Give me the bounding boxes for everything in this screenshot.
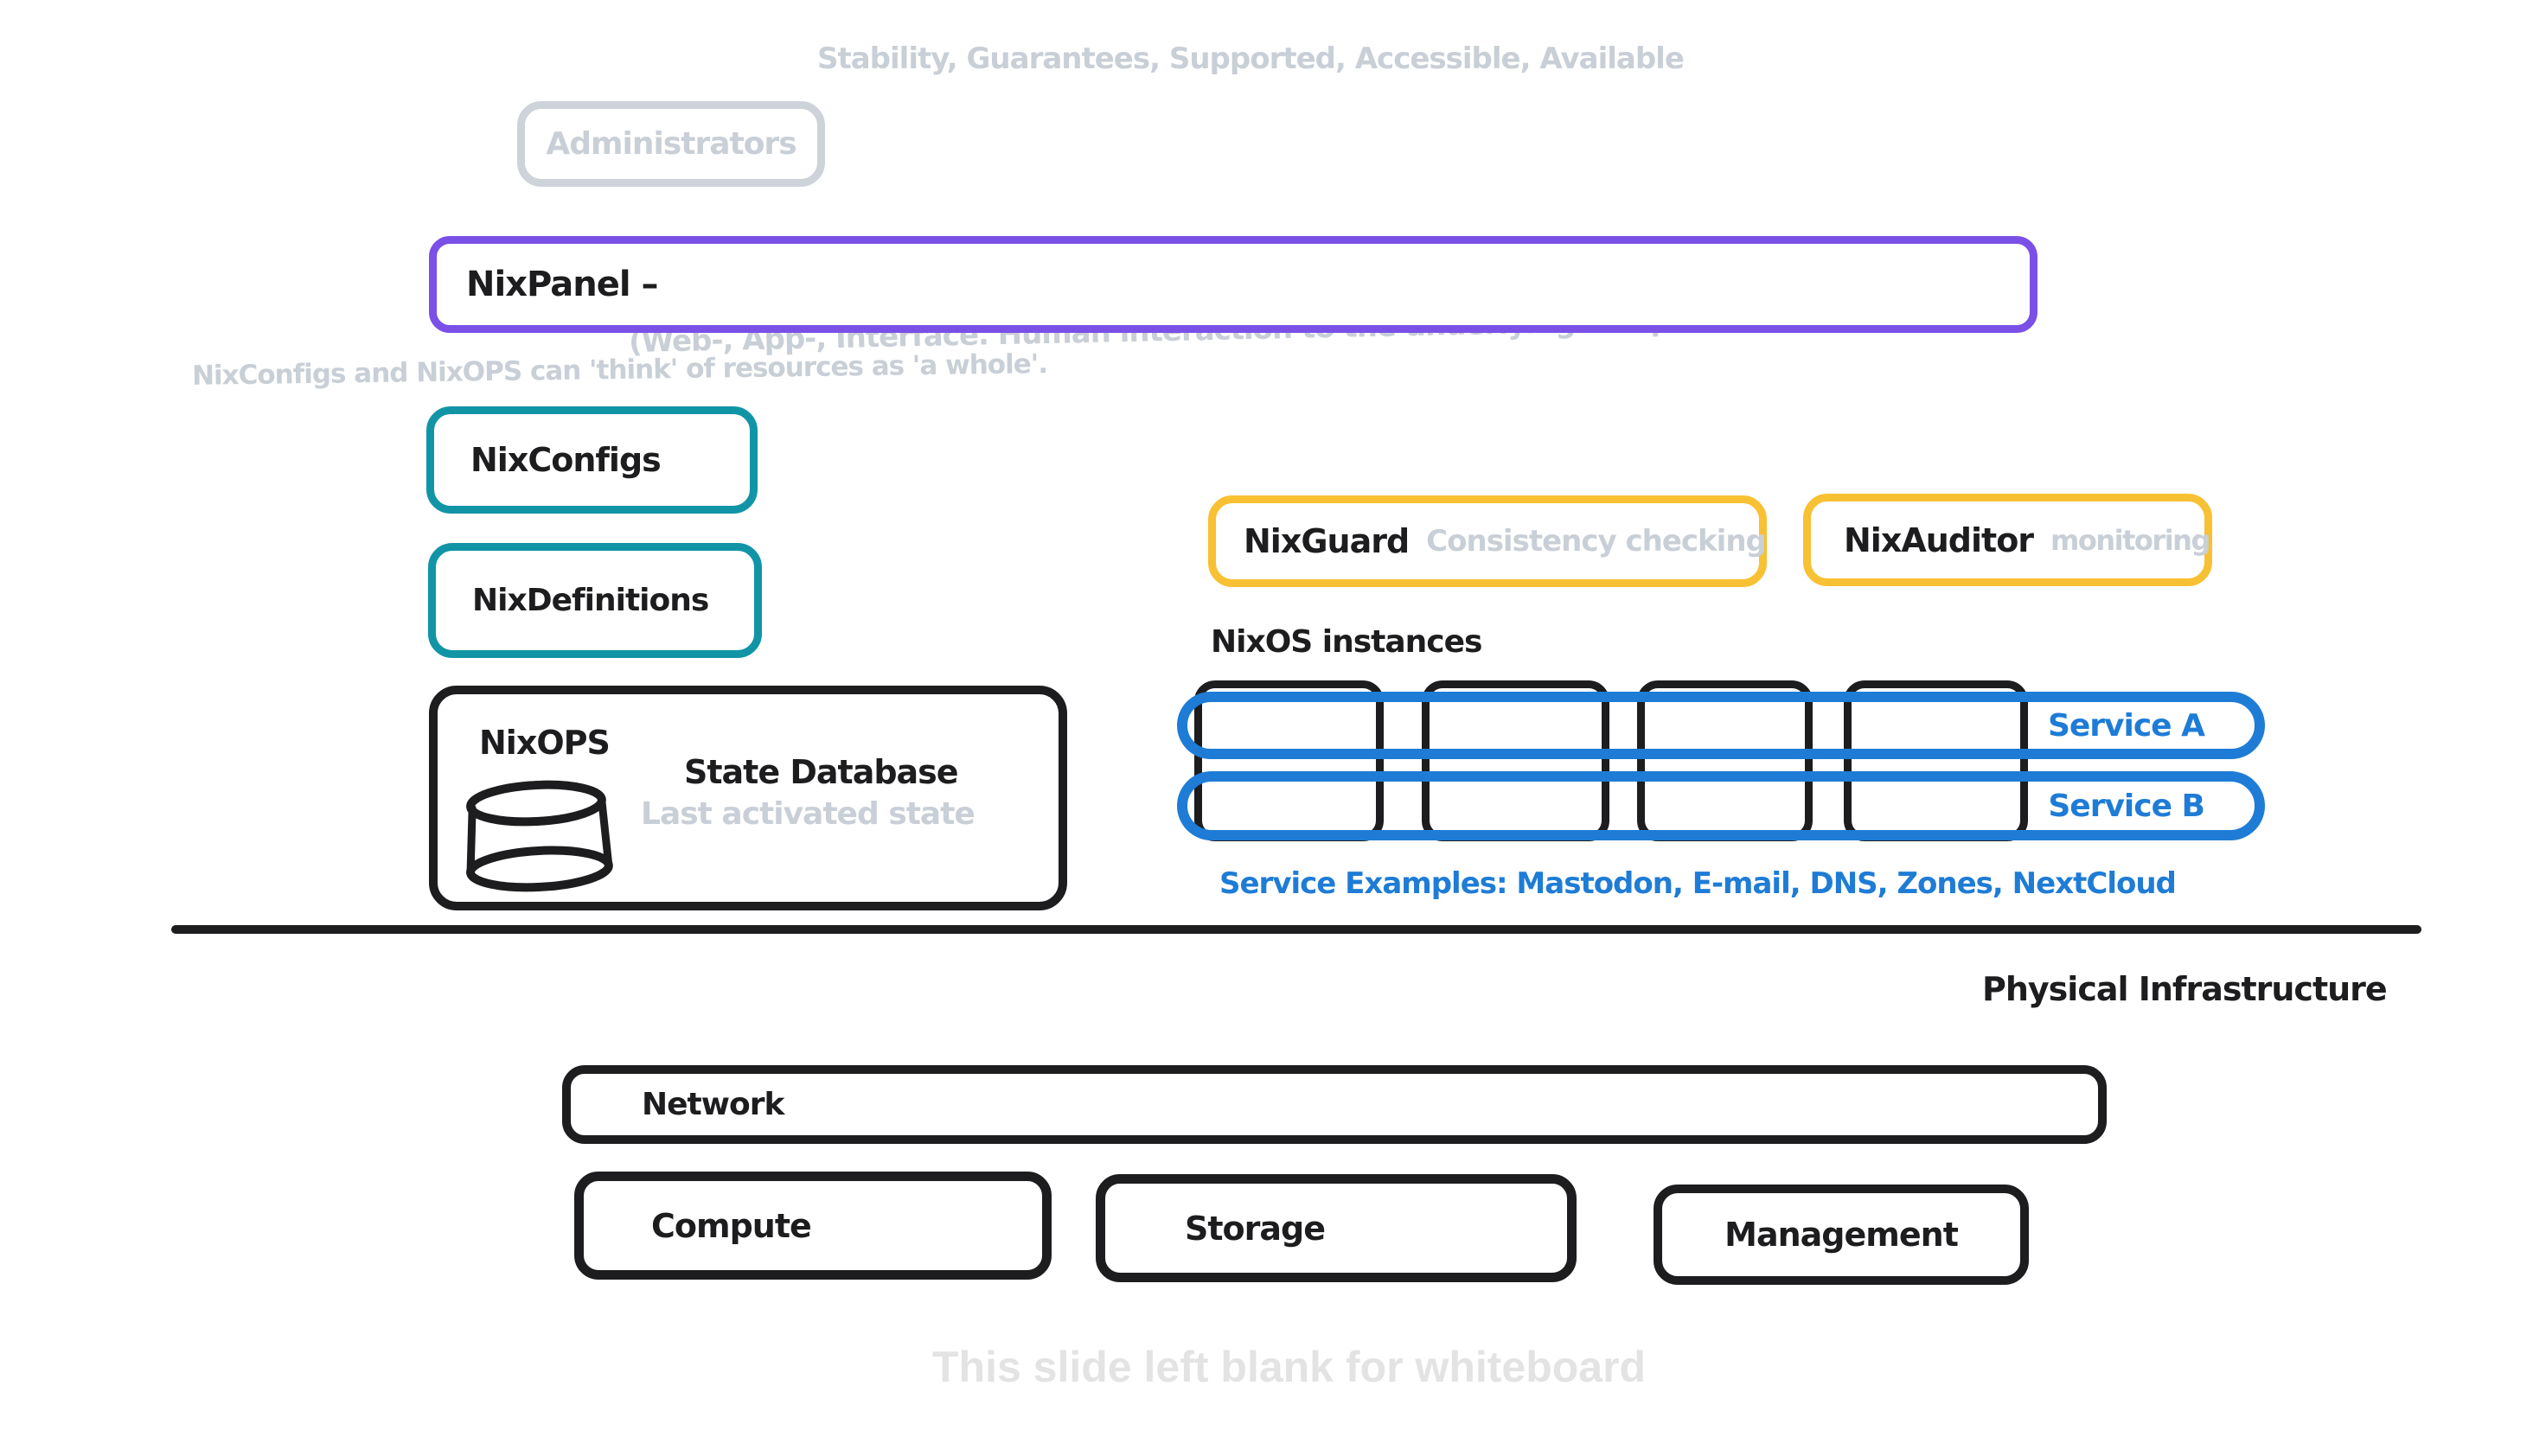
service-b-label: Service B	[2048, 788, 2205, 824]
think-note: NixConfigs and NixOPS can 'think' of res…	[191, 348, 1048, 392]
nixos-instance-box	[1422, 680, 1609, 841]
nixops-label: NixOPS	[479, 724, 611, 762]
database-cylinder-icon	[466, 780, 613, 892]
network-label: Network	[642, 1087, 784, 1122]
state-database-title: State Database	[684, 753, 959, 791]
nixdefinitions-label: NixDefinitions	[472, 583, 709, 618]
nixos-instance-box	[1194, 680, 1384, 841]
compute-label: Compute	[651, 1206, 812, 1245]
nixguard-label: NixGuard	[1244, 522, 1410, 560]
physical-infrastructure-label: Physical Infrastructure	[1982, 970, 2388, 1008]
nixdefinitions-box: NixDefinitions	[428, 543, 762, 658]
nixguard-subtitle: Consistency checking	[1426, 524, 1767, 559]
nixpanel-label: NixPanel –	[466, 265, 658, 304]
nixconfigs-label: NixConfigs	[470, 441, 662, 479]
management-box: Management	[1654, 1185, 2029, 1285]
nixos-instance-box	[1844, 680, 2028, 841]
layer-divider-line	[171, 925, 2421, 934]
storage-label: Storage	[1185, 1209, 1326, 1248]
administrators-label: Administrators	[546, 126, 796, 162]
management-label: Management	[1724, 1216, 1959, 1254]
storage-box: Storage	[1096, 1174, 1577, 1282]
service-examples-note: Service Examples: Mastodon, E-mail, DNS,…	[1219, 866, 2177, 901]
administrators-box: Administrators	[517, 101, 825, 187]
service-a-label: Service A	[2047, 707, 2205, 744]
nixauditor-box: NixAuditor monitoring	[1803, 494, 2212, 586]
service-b-bar: Service B	[1177, 771, 2265, 840]
nixauditor-label: NixAuditor	[1844, 520, 2034, 559]
nixconfigs-box: NixConfigs	[426, 406, 758, 514]
top-note: Stability, Guarantees, Supported, Access…	[817, 42, 1685, 76]
nixos-instances-label: NixOS instances	[1211, 624, 1482, 660]
nixauditor-subtitle: monitoring	[2050, 523, 2210, 557]
state-database-subtitle: Last activated state	[641, 796, 976, 832]
nixguard-box: NixGuard Consistency checking	[1208, 495, 1767, 587]
network-box: Network	[562, 1065, 2107, 1144]
nixpanel-box: NixPanel –	[429, 236, 2037, 333]
bottom-note: This slide left blank for whiteboard	[932, 1343, 1647, 1391]
service-a-bar: Service A	[1177, 692, 2265, 759]
compute-box: Compute	[574, 1172, 1052, 1280]
nixops-box: NixOPS State Database Last activated sta…	[429, 686, 1067, 910]
